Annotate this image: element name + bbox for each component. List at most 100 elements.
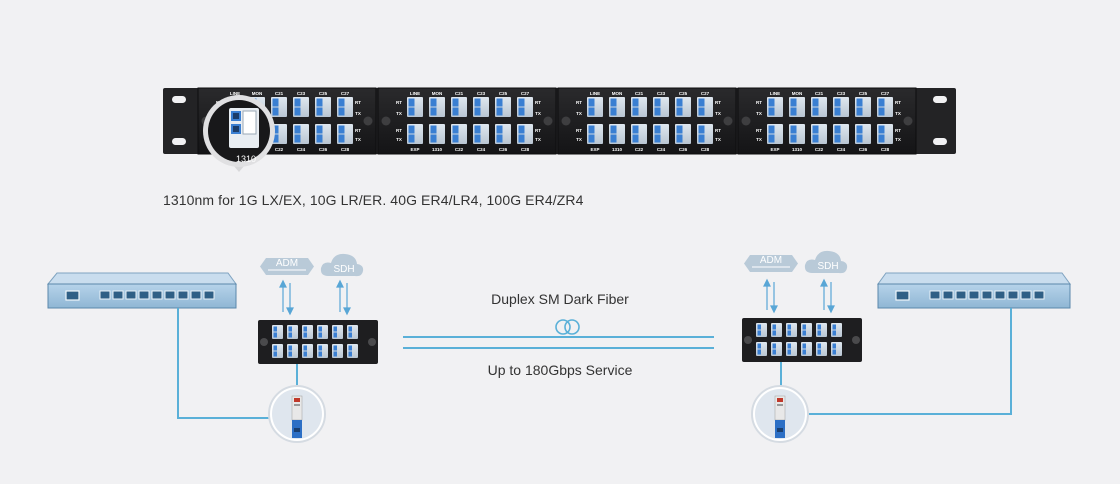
- port-label: TX: [576, 137, 582, 142]
- switch-port: [203, 290, 215, 300]
- fiber-label: Duplex SM Dark Fiber: [491, 291, 629, 307]
- port-label: RT: [895, 128, 901, 133]
- port-label: TX: [396, 111, 402, 116]
- port-label: RT: [535, 128, 541, 133]
- column-label: C21: [455, 91, 464, 96]
- column-label: C21: [635, 91, 644, 96]
- duplex-lc-port: [697, 97, 713, 117]
- duplex-lc-port: [473, 124, 489, 144]
- column-label: C23: [657, 91, 666, 96]
- switch-port: [981, 290, 993, 300]
- duplex-lc-port: [287, 325, 298, 339]
- column-label: EXP: [410, 147, 419, 152]
- column-label: 1310: [612, 147, 623, 152]
- port-label: RT: [715, 128, 721, 133]
- mount-hole: [172, 96, 186, 103]
- thumbscrew: [723, 116, 733, 126]
- column-label: LINE: [770, 91, 780, 96]
- duplex-lc-port: [771, 323, 782, 337]
- column-label: C21: [815, 91, 824, 96]
- duplex-lc-port: [293, 124, 309, 144]
- port-label: RT: [895, 100, 901, 105]
- switch-port: [190, 290, 202, 300]
- left-site: ADM SDH: [46, 253, 378, 443]
- duplex-lc-port: [302, 325, 313, 339]
- column-label: C24: [657, 147, 666, 152]
- column-label: C25: [679, 91, 688, 96]
- duplex-lc-port: [771, 342, 782, 356]
- duplex-lc-port: [786, 342, 797, 356]
- column-label: C27: [521, 91, 530, 96]
- duplex-lc-port: [347, 325, 358, 339]
- duplex-lc-port: [271, 97, 287, 117]
- adm-label: ADM: [760, 255, 782, 266]
- duplex-lc-port: [816, 342, 827, 356]
- duplex-lc-port: [767, 124, 783, 144]
- port-label: RT: [715, 100, 721, 105]
- column-label: C27: [341, 91, 350, 96]
- switch-port: [164, 290, 176, 300]
- thumbscrew: [561, 116, 571, 126]
- thumbscrew: [903, 116, 913, 126]
- column-label: C28: [701, 147, 710, 152]
- column-label: C24: [837, 147, 846, 152]
- switch-port: [112, 290, 124, 300]
- column-label: C26: [679, 147, 688, 152]
- duplex-lc-port: [332, 344, 343, 358]
- mux-module: RTTXRTTXRTTXRTTXLINEEXPMON1310C21C22C23C…: [377, 87, 557, 155]
- callout-label: 1310: [236, 154, 256, 164]
- duplex-lc-port: [272, 325, 283, 339]
- duplex-lc-port: [631, 97, 647, 117]
- port-label: TX: [396, 137, 402, 142]
- duplex-lc-port: [811, 124, 827, 144]
- port-label: RT: [576, 128, 582, 133]
- duplex-lc-port: [315, 124, 331, 144]
- port-label: RT: [355, 100, 361, 105]
- column-label: C24: [477, 147, 486, 152]
- switch-port: [942, 290, 954, 300]
- port-label: RT: [756, 100, 762, 105]
- port-label: TX: [895, 137, 901, 142]
- port-label: TX: [576, 111, 582, 116]
- port-label: RT: [355, 128, 361, 133]
- duplex-lc-port: [786, 323, 797, 337]
- duplex-lc-port: [347, 344, 358, 358]
- duplex-lc-port: [801, 342, 812, 356]
- mux-module: RTTXRTTXRTTXRTTXLINEEXPMON1310C21C22C23C…: [737, 87, 917, 155]
- sdh-label: SDH: [333, 264, 354, 275]
- port-label: TX: [535, 111, 541, 116]
- duplex-lc-port: [337, 124, 353, 144]
- duplex-lc-port: [877, 124, 893, 144]
- port-label: RT: [396, 100, 402, 105]
- mount-hole: [933, 96, 947, 103]
- port-label: TX: [355, 137, 361, 142]
- duplex-lc-port: [293, 97, 309, 117]
- right-adm-node: ADM: [744, 255, 798, 272]
- thumbscrew: [543, 116, 553, 126]
- switch-port: [1007, 290, 1019, 300]
- right-mux-module: [742, 318, 862, 362]
- duplex-lc-port: [855, 97, 871, 117]
- left-switch-fiber: [177, 308, 270, 419]
- duplex-lc-port: [697, 124, 713, 144]
- column-label: MON: [432, 91, 443, 96]
- duplex-lc-port: [816, 323, 827, 337]
- duplex-lc-port: [756, 342, 767, 356]
- mount-hole: [933, 138, 947, 145]
- duplex-lc-port: [272, 344, 283, 358]
- wavelength-caption: 1310nm for 1G LX/EX, 10G LR/ER. 40G ER4/…: [163, 192, 584, 208]
- service-label: Up to 180Gbps Service: [487, 362, 633, 378]
- switch-port: [968, 290, 980, 300]
- mount-hole: [172, 138, 186, 145]
- column-label: C27: [701, 91, 710, 96]
- column-label: 1310: [432, 147, 443, 152]
- duplex-lc-port: [302, 344, 313, 358]
- duplex-lc-port: [831, 323, 842, 337]
- duplex-lc-port: [653, 124, 669, 144]
- duplex-lc-port: [767, 97, 783, 117]
- column-label: C22: [635, 147, 644, 152]
- duplex-lc-port: [337, 97, 353, 117]
- duplex-lc-port: [609, 124, 625, 144]
- port-label: RT: [576, 100, 582, 105]
- left-adm-node: ADM: [260, 258, 314, 275]
